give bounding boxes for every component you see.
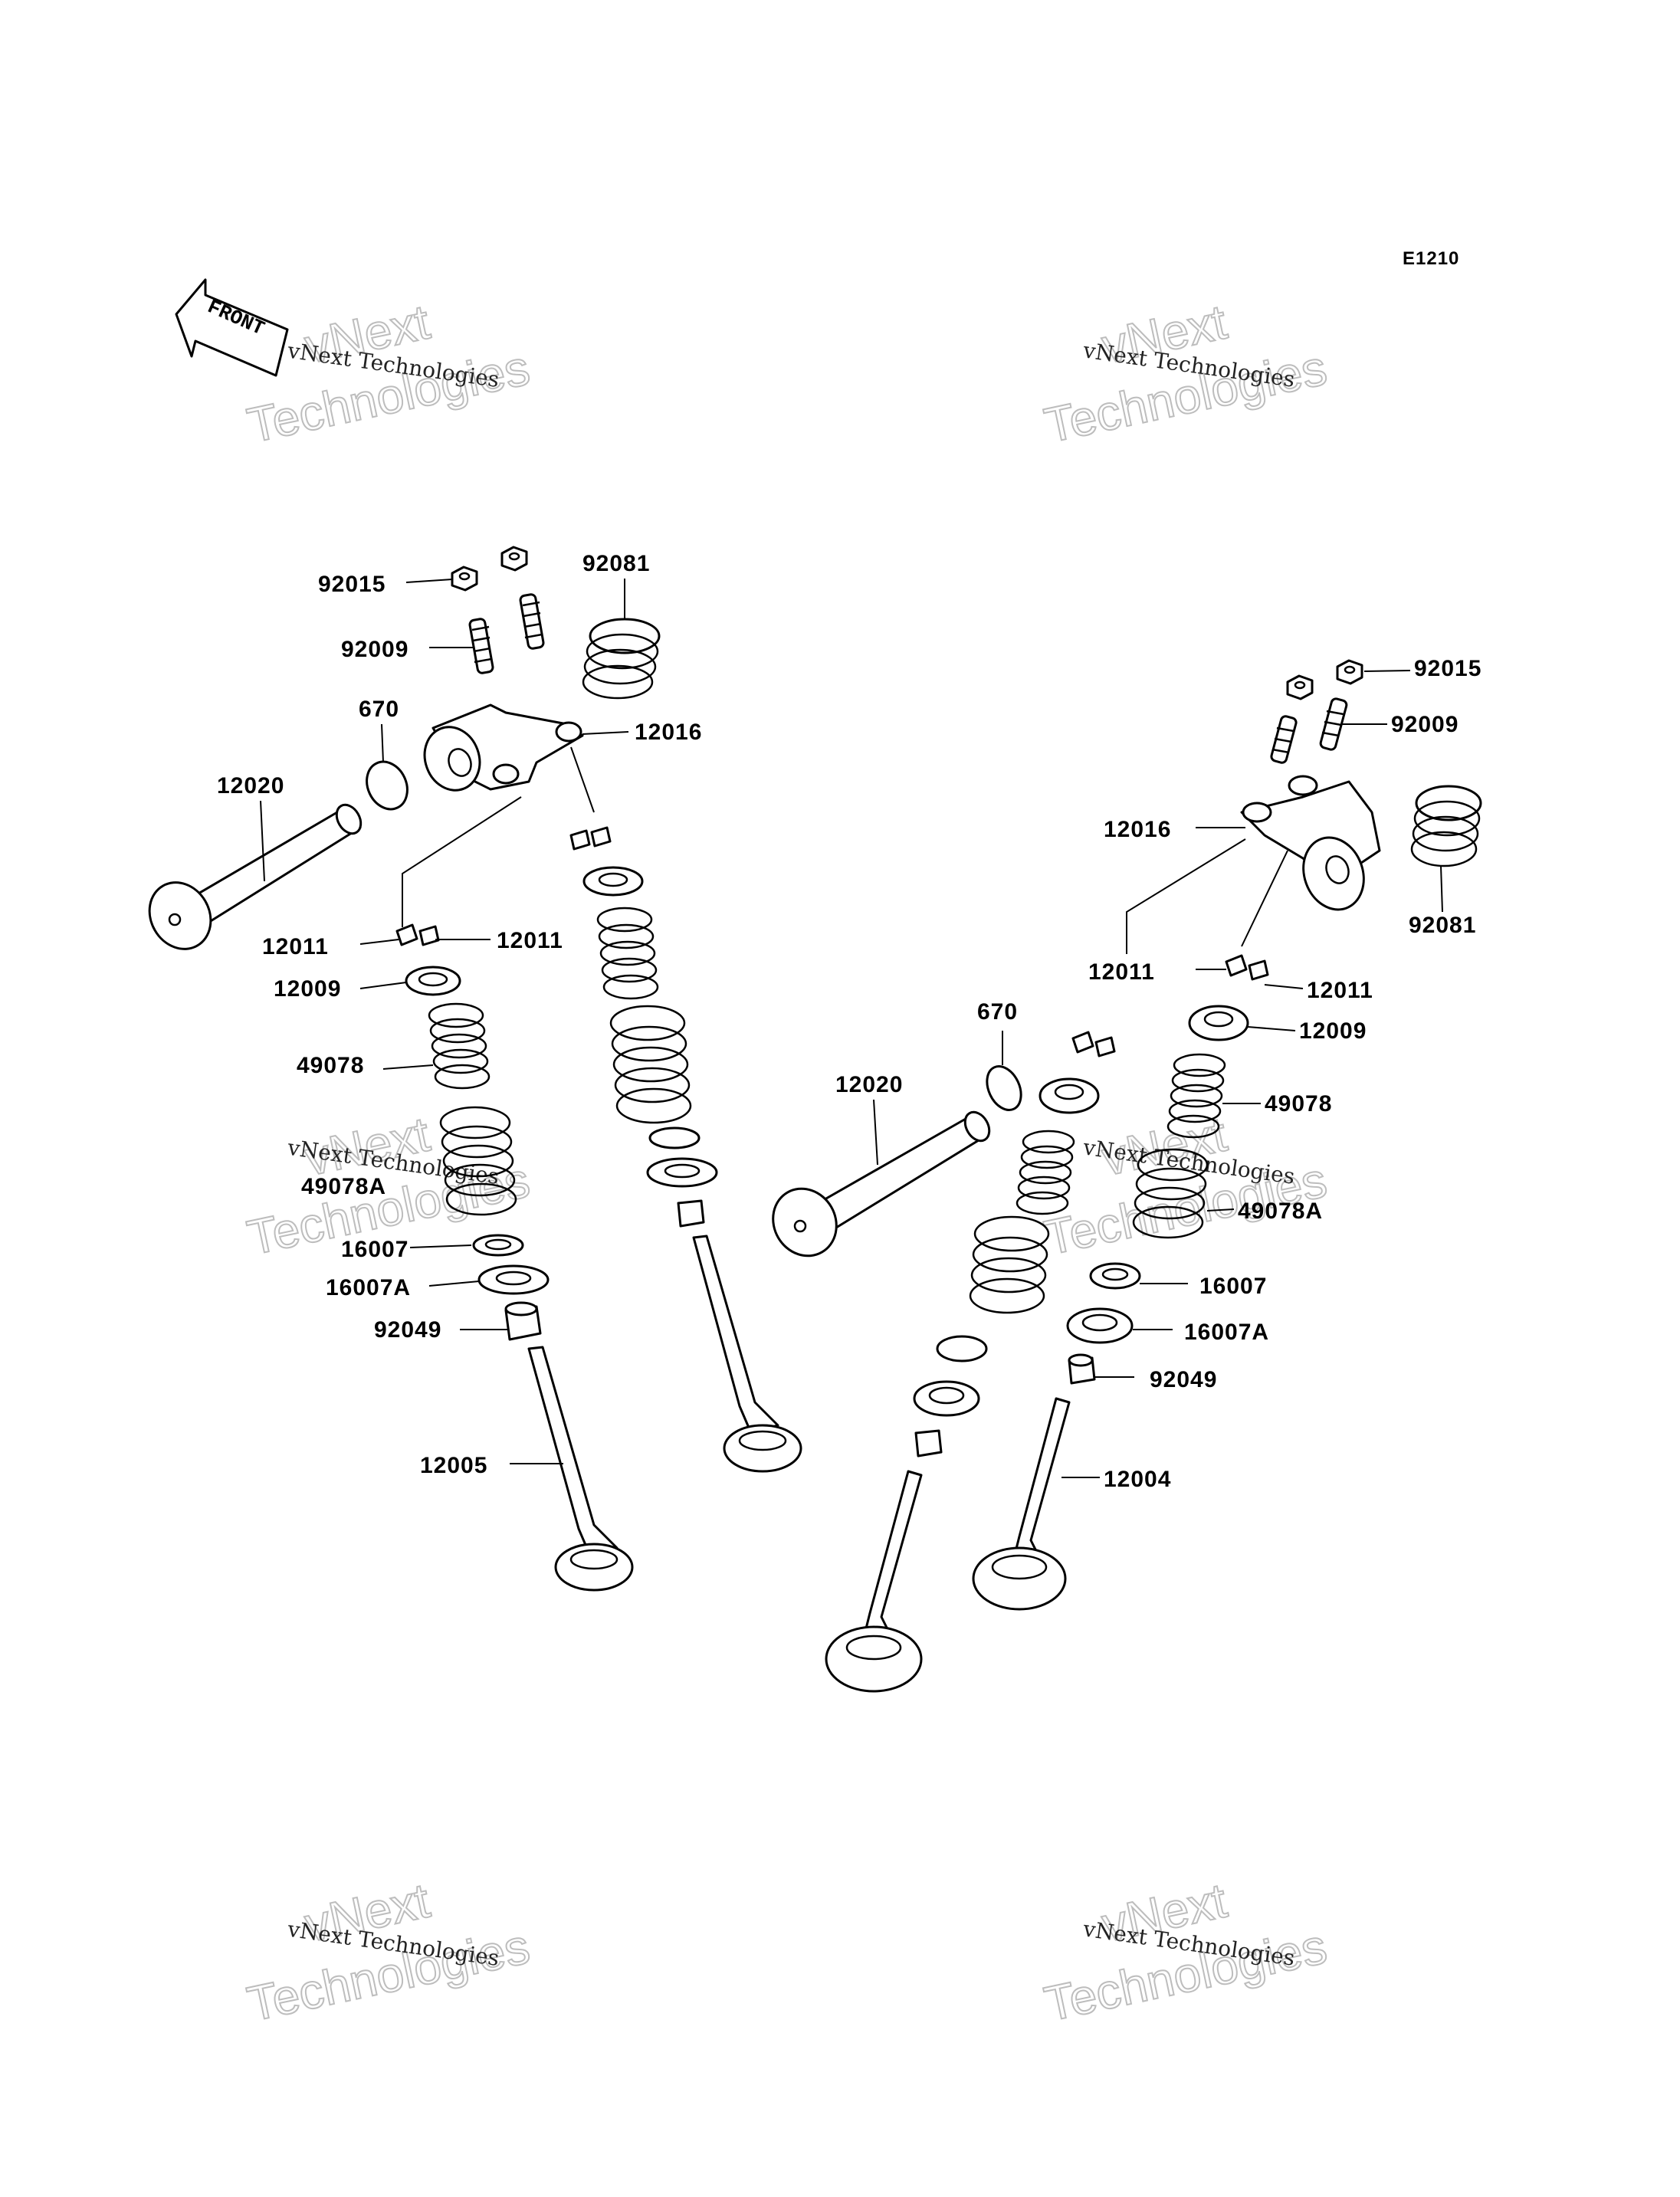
outer-spring-49078A-right [1132, 1148, 1209, 1239]
label-12011b-right: 12011 [1307, 978, 1373, 1003]
inner-spring-center-a [596, 907, 659, 1000]
label-92081-right: 92081 [1409, 913, 1476, 938]
rocker-shaft-12020-right [772, 1110, 991, 1258]
spring-92081-right [1410, 785, 1482, 867]
label-670-right: 670 [977, 999, 1018, 1025]
label-92081-left: 92081 [582, 551, 650, 576]
leader-lines [260, 579, 1443, 1478]
cotter-upper-left [569, 826, 612, 851]
outer-spring-center-a [609, 1005, 692, 1124]
label-12020-left: 12020 [217, 773, 284, 798]
label-92009-right: 92009 [1391, 712, 1459, 737]
watermark-bottom-right: vNext Technologies vNext Technologies [1039, 1872, 1332, 2033]
label-12011b-left: 12011 [497, 928, 563, 953]
inner-spring-49078-right [1166, 1053, 1226, 1139]
seat-16007-right [1089, 1262, 1141, 1290]
label-92015-left: 92015 [318, 572, 386, 597]
part-labels: 92015 92081 92009 670 12016 12020 12011 … [217, 551, 1481, 1492]
oring-670-right [986, 1065, 1022, 1111]
rocker-shaft-12020-left [148, 803, 363, 950]
label-16007-left: 16007 [341, 1237, 409, 1262]
label-16007A-left: 16007A [326, 1275, 411, 1300]
label-12005-left: 12005 [420, 1453, 487, 1478]
seat-center-a [646, 1126, 718, 1188]
seat-center-b [913, 1335, 988, 1417]
outer-spring-center-b [969, 1215, 1050, 1314]
label-16007-right: 16007 [1199, 1274, 1267, 1299]
valve-center-b [825, 1470, 923, 1693]
valve-12005-left [527, 1346, 634, 1592]
label-49078A-left: 49078A [301, 1174, 386, 1199]
label-12011a-left: 12011 [262, 934, 329, 959]
label-12016-right: 12016 [1104, 817, 1171, 842]
cotter-12011-right [1225, 954, 1269, 981]
inner-spring-49078-left [428, 1002, 491, 1090]
seal-92049-left [504, 1301, 542, 1341]
adjuster-screw-92009-right [1270, 697, 1348, 764]
watermark-top-left: vNext Technologies vNext Technologies [242, 293, 535, 454]
label-49078-left: 49078 [297, 1053, 364, 1078]
diagram-code: E1210 [1403, 248, 1459, 269]
cotter-12011-left [395, 923, 440, 946]
seat-16007-left [472, 1234, 524, 1257]
valve-12004-right [972, 1397, 1071, 1611]
valve-center-a [692, 1235, 802, 1473]
label-92015-right: 92015 [1414, 656, 1481, 681]
watermark-top-right: vNext Technologies vNext Technologies [1039, 293, 1332, 454]
rocker-arm-12016-left [423, 703, 584, 792]
label-12009-right: 12009 [1299, 1018, 1367, 1044]
outer-spring-49078A-left [439, 1106, 517, 1216]
watermark-bottom-left: vNext Technologies vNext Technologies [242, 1872, 535, 2033]
retainer-12009-right [1188, 1005, 1249, 1041]
spring-92081-left [582, 618, 661, 700]
adjuster-screw-92009-left [468, 593, 545, 674]
cotter-right-lower [1071, 1031, 1116, 1058]
nut-92015-right [1286, 659, 1363, 700]
label-12020-right: 12020 [835, 1072, 903, 1097]
label-12004-right: 12004 [1104, 1467, 1171, 1492]
label-92009-left: 92009 [341, 637, 409, 662]
front-arrow-icon: FRONT [175, 278, 289, 377]
seal-92049-right [1068, 1353, 1096, 1385]
retainer-12009-left [405, 966, 461, 996]
label-12016-left: 12016 [635, 720, 702, 745]
seat-16007A-left [477, 1264, 550, 1295]
watermark-mid-right: vNext Technologies vNext Technologies [1039, 1106, 1332, 1267]
retainer-center-a [582, 866, 644, 897]
seal-center-b [914, 1429, 943, 1458]
label-49078-right: 49078 [1265, 1091, 1332, 1117]
label-12009-left: 12009 [274, 976, 341, 1002]
label-92049-left: 92049 [374, 1317, 441, 1343]
retainer-center-b [1039, 1077, 1100, 1114]
label-49078A-right: 49078A [1238, 1199, 1323, 1224]
label-16007A-right: 16007A [1184, 1320, 1269, 1345]
label-92049-right: 92049 [1150, 1367, 1217, 1392]
nut-92015-left [451, 546, 528, 592]
label-670-left: 670 [359, 697, 399, 722]
seal-center-a [677, 1199, 705, 1228]
seat-16007A-right [1066, 1307, 1134, 1344]
oring-670-left [366, 760, 409, 811]
rocker-arm-12016-right [1240, 775, 1381, 911]
inner-spring-center-b [1016, 1130, 1075, 1215]
label-12011a-right: 12011 [1088, 959, 1155, 985]
